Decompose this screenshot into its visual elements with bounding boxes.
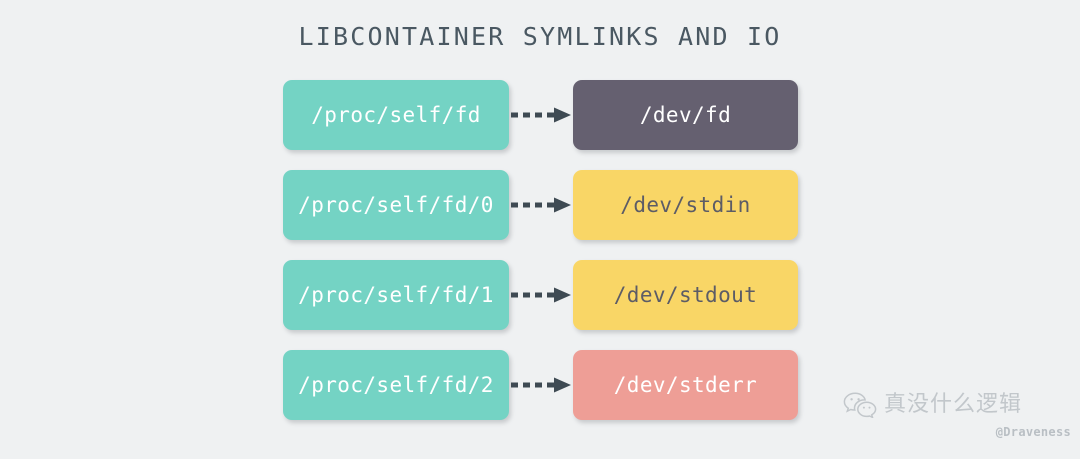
symlink-row: /proc/self/fd /dev/fd (0, 80, 1080, 150)
target-node-3[interactable]: /dev/stderr (573, 350, 798, 420)
source-node-1[interactable]: /proc/self/fd/0 (283, 170, 509, 240)
target-node-2[interactable]: /dev/stdout (573, 260, 798, 330)
symlink-rows: /proc/self/fd /dev/fd /proc/self/fd/0 (0, 80, 1080, 440)
page-title: LIBCONTAINER SYMLINKS AND IO (298, 22, 782, 51)
wechat-icon (843, 392, 877, 418)
watermark-brand: 真没什么逻辑 (843, 392, 1073, 418)
source-node-label: /proc/self/fd/1 (298, 283, 494, 307)
dashed-arrow-right-icon (509, 286, 573, 304)
symlink-row: /proc/self/fd/1 /dev/stdout (0, 260, 1080, 330)
source-node-2[interactable]: /proc/self/fd/1 (283, 260, 509, 330)
watermark-handle: @Draveness (995, 425, 1071, 439)
source-node-label: /proc/self/fd/0 (298, 193, 494, 217)
target-node-1[interactable]: /dev/stdin (573, 170, 798, 240)
watermark-name: 真没什么逻辑 (884, 392, 1023, 417)
dashed-arrow-right-icon (509, 106, 573, 124)
dashed-arrow-right-icon (509, 196, 573, 214)
source-node-label: /proc/self/fd (311, 103, 481, 127)
symlink-row: /proc/self/fd/2 /dev/stderr (0, 350, 1080, 420)
target-node-label: /dev/stdout (613, 283, 758, 307)
target-node-0[interactable]: /dev/fd (573, 80, 798, 150)
source-node-label: /proc/self/fd/2 (298, 373, 494, 397)
target-node-label: /dev/fd (639, 103, 732, 127)
symlink-row: /proc/self/fd/0 /dev/stdin (0, 170, 1080, 240)
target-node-label: /dev/stderr (613, 373, 758, 397)
source-node-3[interactable]: /proc/self/fd/2 (283, 350, 509, 420)
target-node-label: /dev/stdin (620, 193, 751, 217)
source-node-0[interactable]: /proc/self/fd (283, 80, 509, 150)
dashed-arrow-right-icon (509, 376, 573, 394)
watermark: 真没什么逻辑 @Draveness (843, 392, 1073, 454)
